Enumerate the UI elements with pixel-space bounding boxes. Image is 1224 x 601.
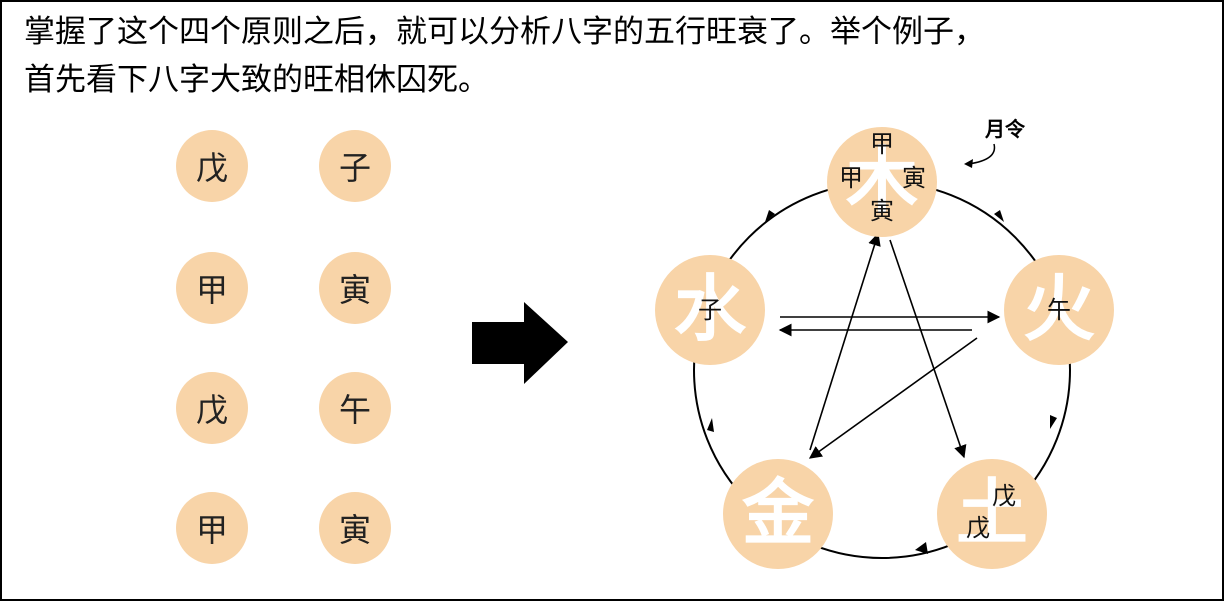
cycle-arrow-water-wood bbox=[765, 210, 775, 222]
star-line-metal-wood bbox=[809, 232, 881, 451]
node-fire: 火 午 bbox=[1004, 255, 1114, 365]
cycle-arrow-earth-metal bbox=[915, 542, 928, 554]
cycle-arrow-metal-water bbox=[707, 418, 714, 432]
pillar-branch-year: 子 bbox=[319, 130, 391, 202]
node-water-element: 水 bbox=[674, 266, 747, 351]
node-earth-char-2: 戊 bbox=[966, 514, 990, 542]
node-earth-element: 土 bbox=[956, 470, 1028, 555]
node-water: 水 子 bbox=[655, 255, 765, 365]
star-line-wood-earth bbox=[889, 239, 967, 459]
pillar-branch-hour: 寅 bbox=[319, 492, 391, 564]
star-line-fire-metal bbox=[808, 337, 978, 459]
pillar-stem-month: 甲 bbox=[176, 252, 248, 324]
pillar-stem-day: 戊 bbox=[176, 372, 248, 444]
node-wood-char-2: 甲 bbox=[839, 164, 863, 192]
node-fire-char-1: 午 bbox=[1047, 296, 1071, 324]
intro-line-1: 掌握了这个四个原则之后，就可以分析八字的五行旺衰了。举个例子， bbox=[24, 14, 985, 50]
five-elements-diagram: 木 甲 甲 寅 寅 火 午 土 戊 戊 金 水 子 月令 bbox=[655, 117, 1114, 569]
pillar-stem-year: 戊 bbox=[176, 130, 248, 202]
node-water-char-1: 子 bbox=[698, 296, 722, 324]
cycle-arrowheads bbox=[707, 210, 1057, 554]
intro-line-2: 首先看下八字大致的旺相休囚死。 bbox=[24, 62, 489, 98]
node-metal: 金 bbox=[723, 459, 833, 569]
pillar-branch-day: 午 bbox=[319, 372, 391, 444]
node-wood: 木 甲 甲 寅 寅 bbox=[827, 127, 937, 237]
cycle-arrow-fire-earth bbox=[1050, 415, 1057, 429]
right-arrow-icon bbox=[472, 302, 568, 384]
cycle-arrow-wood-fire bbox=[994, 210, 1004, 222]
node-wood-element: 木 bbox=[846, 138, 918, 223]
annotation-curve bbox=[967, 143, 996, 165]
node-wood-char-4: 寅 bbox=[870, 197, 894, 225]
controlling-cycle-star bbox=[778, 232, 1001, 459]
pillar-stem-hour: 甲 bbox=[176, 492, 248, 564]
node-earth-char-1: 戊 bbox=[992, 482, 1016, 510]
node-wood-char-1: 甲 bbox=[870, 130, 894, 158]
node-fire-element: 火 bbox=[1023, 266, 1095, 351]
annotation-month-order: 月令 bbox=[984, 117, 1026, 141]
pillar-branch-month: 寅 bbox=[319, 252, 391, 324]
node-earth: 土 戊 戊 bbox=[937, 459, 1047, 569]
annotation-arrow-icon bbox=[964, 159, 973, 168]
node-metal-element: 金 bbox=[741, 470, 815, 555]
node-wood-char-3: 寅 bbox=[902, 164, 926, 192]
